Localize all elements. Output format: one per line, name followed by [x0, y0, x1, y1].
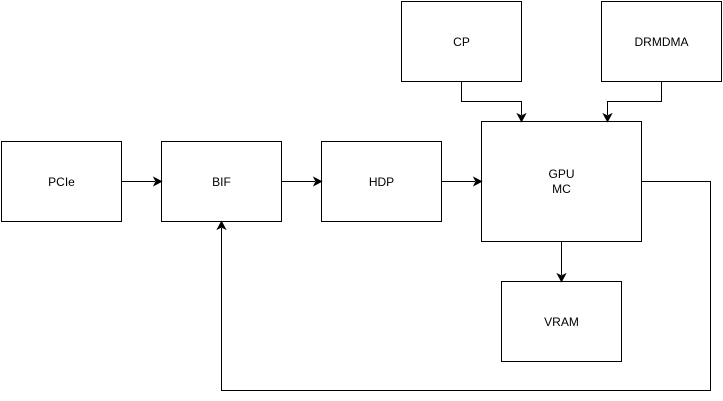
- node-drmdma-label: DRMDMA: [635, 35, 689, 49]
- edge-pcie-to-bif-arrowhead: [152, 176, 163, 187]
- edge-bif-to-hdp: [281, 176, 323, 187]
- node-drmdma[interactable]: DRMDMA: [601, 1, 722, 82]
- node-gpu-mc-box: [481, 121, 642, 242]
- node-bif-label: BIF: [212, 175, 231, 189]
- node-gpu-mc[interactable]: GPU MC: [481, 121, 642, 242]
- node-bif-box: [161, 141, 282, 222]
- node-vram-label: VRAM: [544, 315, 579, 329]
- edge-bif-to-hdp-arrowhead: [312, 176, 323, 187]
- node-bif[interactable]: BIF: [161, 141, 282, 222]
- edge-cp-to-gpu-mc: [461, 81, 527, 123]
- node-pcie-label: PCIe: [48, 175, 75, 189]
- node-vram-box: [501, 281, 622, 362]
- edge-cp-to-gpu-mc-arrowhead: [516, 112, 527, 123]
- edge-drmdma-to-gpu-mc-line: [607, 81, 662, 115]
- node-cp-box: [401, 1, 522, 82]
- node-gpu-mc-label-line1: GPU: [548, 167, 574, 181]
- edge-gpu-mc-to-vram-arrowhead: [556, 272, 567, 283]
- node-gpu-mc-label-line2: MC: [552, 182, 571, 196]
- edge-gpu-mc-to-bif-line: [221, 181, 711, 391]
- node-cp[interactable]: CP: [401, 1, 522, 82]
- node-drmdma-box: [601, 1, 722, 82]
- edge-gpu-mc-to-bif: [216, 181, 711, 391]
- node-pcie-box: [1, 141, 122, 222]
- edge-hdp-to-gpu-mc-arrowhead: [472, 176, 483, 187]
- node-pcie[interactable]: PCIe: [1, 141, 122, 222]
- node-cp-label: CP: [453, 35, 470, 49]
- edge-hdp-to-gpu-mc: [441, 176, 483, 187]
- node-hdp-label: HDP: [369, 175, 394, 189]
- edge-pcie-to-bif: [121, 176, 163, 187]
- edge-gpu-mc-to-vram: [556, 241, 567, 283]
- edge-gpu-mc-to-bif-arrowhead: [216, 220, 227, 231]
- edge-drmdma-to-gpu-mc-arrowhead: [602, 112, 613, 123]
- node-vram[interactable]: VRAM: [501, 281, 622, 362]
- edge-cp-to-gpu-mc-line: [461, 81, 522, 115]
- edge-drmdma-to-gpu-mc: [602, 81, 662, 123]
- node-hdp[interactable]: HDP: [321, 141, 442, 222]
- node-hdp-box: [321, 141, 442, 222]
